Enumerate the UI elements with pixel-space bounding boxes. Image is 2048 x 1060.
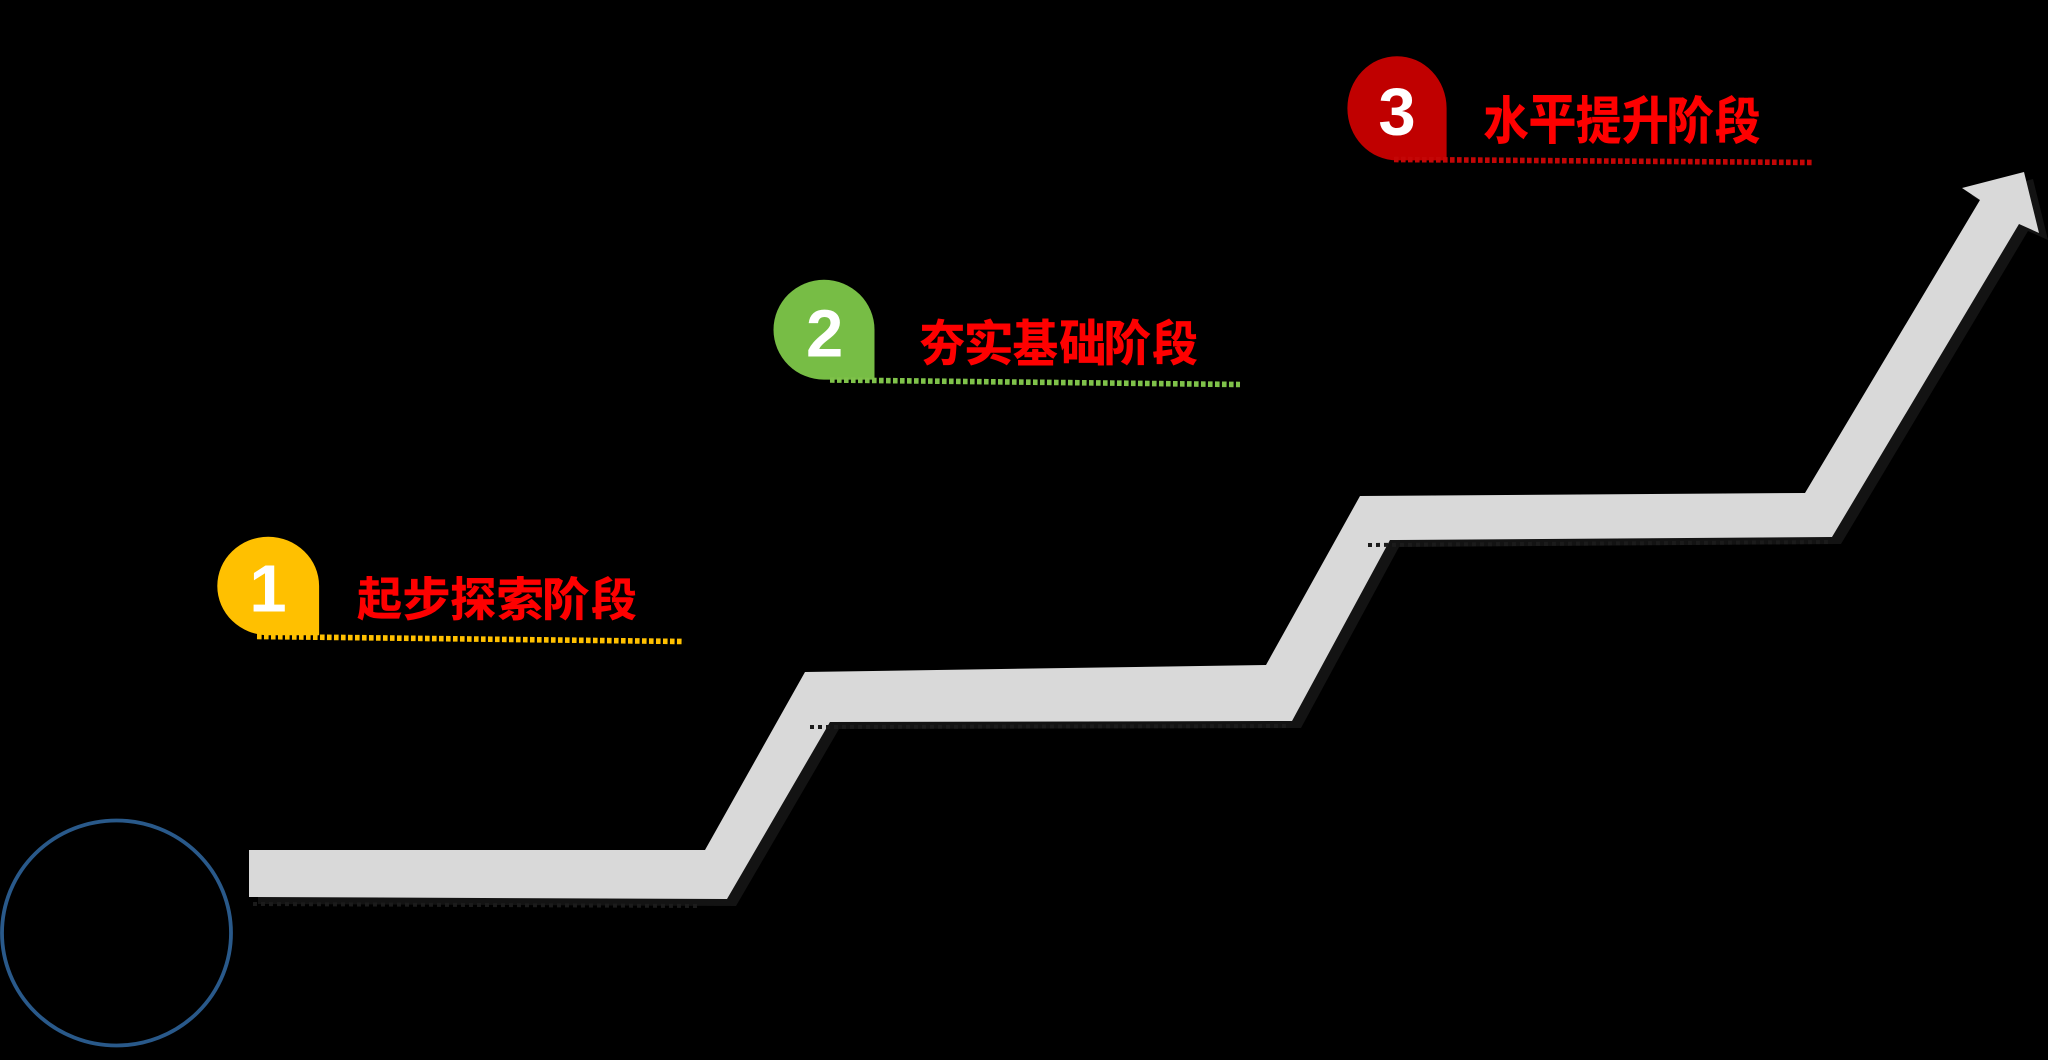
- svg-text:2: 2: [806, 297, 843, 372]
- svg-text:3: 3: [1378, 75, 1415, 150]
- svg-text:1: 1: [249, 552, 286, 627]
